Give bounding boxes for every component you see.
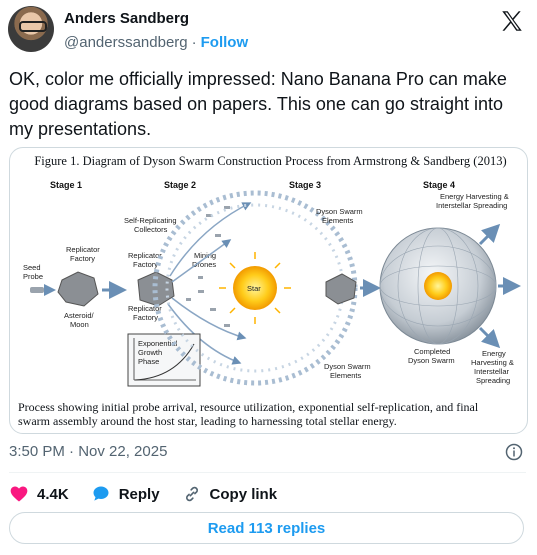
asteroid-label-2: Moon	[70, 320, 89, 329]
inner-star-icon	[424, 272, 452, 300]
star-label: Star	[247, 284, 261, 293]
diagram-svg: Stage 1 Stage 2 Stage 3 Stage 4 Seed Pro…	[23, 180, 521, 387]
self-rep-label-2: Collectors	[134, 225, 168, 234]
seed-probe-label-2: Probe	[23, 272, 43, 281]
completed-label-2: Dyson Swarm	[408, 356, 455, 365]
rep-factory-label-2b: Factory	[133, 260, 158, 269]
completed-label-1: Completed	[414, 347, 450, 356]
figure-caption: Process showing initial probe arrival, r…	[18, 400, 479, 428]
dse-bot-label-1: Dyson Swarm	[324, 362, 371, 371]
energy-bot-label-3: Interstellar	[474, 367, 510, 376]
mining-label-2: Drones	[192, 260, 216, 269]
dse-top-label-1: Dyson Swarm	[316, 207, 363, 216]
rep-factory-label-2a: Replicator	[128, 251, 162, 260]
exp-label-1: Exponential	[138, 339, 178, 348]
stage-1-label: Stage 1	[50, 180, 82, 190]
read-replies-button[interactable]: Read 113 replies	[9, 512, 524, 544]
sphere-grid	[379, 227, 497, 345]
dse-bot-label-2: Elements	[330, 371, 362, 380]
copy-link-button[interactable]: Copy link	[182, 484, 278, 504]
tweet-image[interactable]: Figure 1. Diagram of Dyson Swarm Constru…	[9, 147, 528, 434]
exp-label-3: Phase	[138, 357, 159, 366]
asteroid-label-1: Asteroid/	[64, 311, 95, 320]
drones-icon	[186, 206, 230, 327]
asteroid-icon	[57, 271, 99, 307]
replicator-factory-icon	[137, 271, 175, 307]
stage-2-label: Stage 2	[164, 180, 196, 190]
like-button[interactable]: 4.4K	[9, 484, 69, 504]
tweet-text: OK, color me officially impressed: Nano …	[9, 69, 507, 139]
collector-arrows	[167, 202, 252, 365]
swarm-cluster-icon	[325, 273, 357, 305]
rep-factory-label-3b: Factory	[133, 313, 158, 322]
energy-top-label-2: Interstellar Spreading	[436, 201, 507, 210]
mining-label-1: Mining	[194, 251, 216, 260]
replicator-factory-label-1a: Replicator	[66, 245, 100, 254]
tweet-timestamp[interactable]: 3:50 PM · Nov 22, 2025	[9, 443, 168, 460]
star-rays	[219, 252, 291, 324]
exp-label-2: Growth	[138, 348, 162, 357]
stage-4-label: Stage 4	[423, 180, 455, 190]
energy-bot-label-1: Energy	[482, 349, 506, 358]
reply-bubble-icon	[93, 486, 109, 501]
follow-button[interactable]: Follow	[200, 34, 249, 51]
star-icon	[233, 266, 277, 310]
self-rep-label-1: Self-Replicating	[124, 216, 177, 225]
author-handle[interactable]: @anderssandberg	[64, 34, 188, 51]
action-bar: 4.4K Reply Copy link	[9, 484, 299, 504]
author-handle-row: @anderssandberg·Follow	[64, 34, 249, 51]
seed-probe-icon	[30, 284, 56, 296]
reply-button[interactable]: Reply	[91, 484, 160, 504]
energy-bot-label-2: Harvesting &	[471, 358, 514, 367]
copy-link-label: Copy link	[209, 485, 278, 503]
seed-probe-label-1: Seed	[23, 263, 41, 272]
energy-top-label-1: Energy Harvesting &	[440, 192, 509, 201]
heart-icon	[10, 486, 28, 502]
avatar[interactable]	[8, 6, 54, 52]
like-count: 4.4K	[37, 485, 69, 503]
divider	[9, 472, 526, 473]
reply-label: Reply	[118, 485, 160, 503]
figure-title: Figure 1. Diagram of Dyson Swarm Constru…	[34, 154, 507, 168]
dse-top-label-2: Elements	[322, 216, 354, 225]
stage-3-label: Stage 3	[289, 180, 321, 190]
author-name[interactable]: Anders Sandberg	[64, 10, 190, 27]
rep-factory-label-3a: Replicator	[128, 304, 162, 313]
info-icon[interactable]	[505, 443, 523, 461]
replicator-factory-label-1b: Factory	[70, 254, 95, 263]
x-logo-icon[interactable]	[499, 8, 525, 34]
energy-bot-label-4: Spreading	[476, 376, 510, 385]
link-icon	[185, 486, 198, 502]
energy-arrows	[478, 223, 521, 349]
